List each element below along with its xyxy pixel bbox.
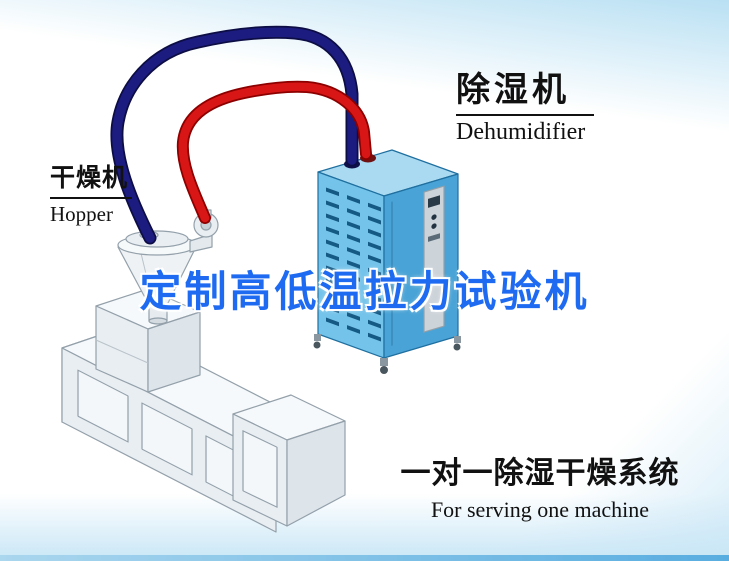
dehumidifier-label-en: Dehumidifier [456,119,586,145]
dehumidifier-label-cn: 除湿机 [456,71,570,109]
hopper-label-underline [50,197,132,199]
panel-switch[interactable] [428,233,440,242]
caster-wheels [313,334,461,374]
system-caption-en: For serving one machine [430,497,650,522]
dehumidifier-label: 除湿机 Dehumidifier [456,62,616,146]
panel-button[interactable] [431,214,437,221]
control-panel [391,185,445,346]
system-caption: 一对一除湿干燥系统 For serving one machine [380,448,700,523]
dehumidifier-cabinet [313,149,461,374]
hopper-label-cn: 干燥机 [50,164,129,192]
system-caption-cn: 一对一除湿干燥系统 [400,457,680,490]
panel-button[interactable] [431,223,437,230]
panel-display [428,195,440,208]
red-hose [176,80,372,224]
extruder-machine [61,288,346,533]
hopper-label-en: Hopper [50,202,113,226]
dehumidifier-label-underline [456,114,594,116]
vent-grid [326,187,381,342]
bottom-edge-strip [0,555,729,561]
watermark-title: 定制高低温拉力试验机 [139,268,590,315]
navy-hose [110,25,359,245]
hopper-label: 干燥机 Hopper [50,158,170,227]
